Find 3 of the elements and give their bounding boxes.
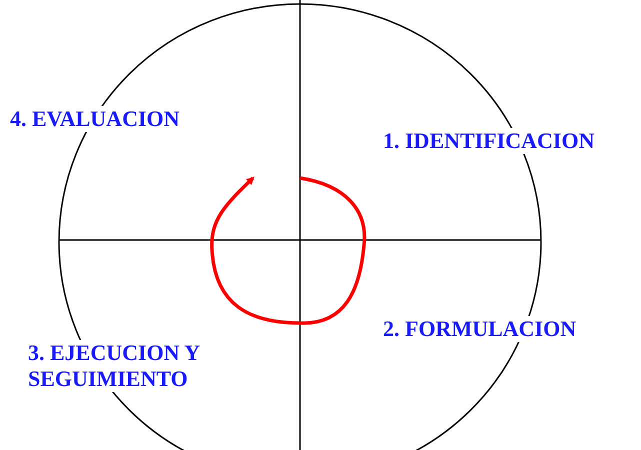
phase-label: 2. FORMULACION <box>383 316 576 342</box>
phase-label: 1. IDENTIFICACION <box>383 128 594 154</box>
phase-label: 4. EVALUACION <box>10 106 180 132</box>
